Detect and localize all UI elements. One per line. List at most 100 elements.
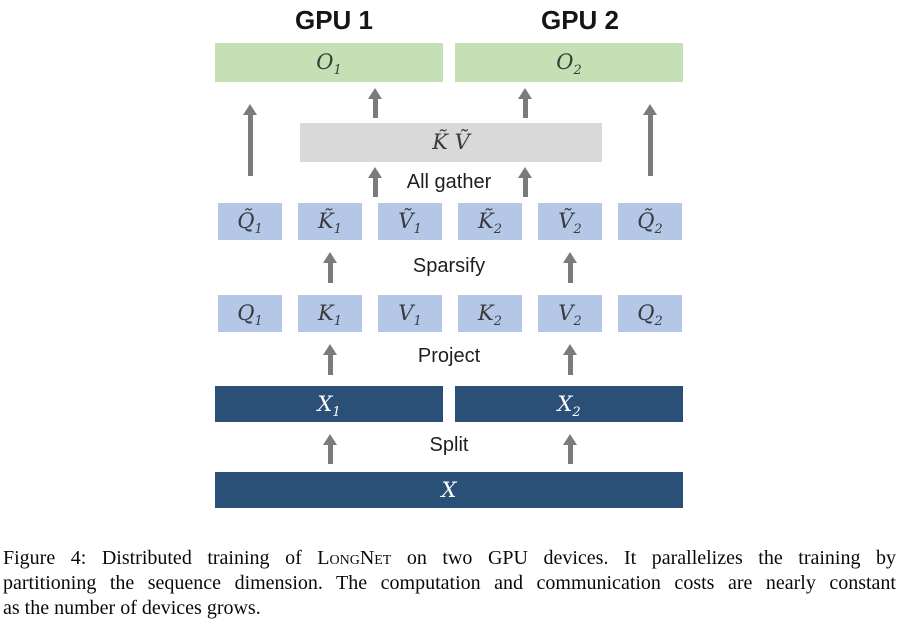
label-v1-base: V	[398, 301, 414, 325]
arrowhead-icon	[518, 88, 532, 99]
arrow-kv-to-o2	[518, 88, 532, 118]
box-vt2: Ṽ2	[538, 203, 602, 240]
arrow-shaft	[567, 263, 573, 283]
label-q1-base: Q	[237, 301, 255, 325]
label-x2: X2	[557, 391, 580, 419]
gpu1-label: GPU 1	[294, 5, 374, 35]
label-kt1-sub: 1	[333, 222, 342, 238]
arrow-shaft	[522, 99, 528, 118]
arrow-shaft	[567, 355, 573, 375]
arrowhead-icon	[563, 252, 577, 263]
label-o1-sub: 1	[333, 63, 342, 79]
arrow-shaft	[247, 115, 253, 176]
label-kt2: K̃2	[478, 209, 502, 237]
arrow-shaft	[372, 99, 378, 118]
box-o1: O1	[215, 43, 443, 82]
arrowhead-icon	[643, 104, 657, 115]
label-v1-sub: 1	[413, 314, 422, 330]
box-k1: K1	[298, 295, 362, 332]
arrowhead-icon	[563, 434, 577, 445]
arrowhead-icon	[368, 167, 382, 178]
label-vt1: Ṽ1	[398, 211, 421, 237]
box-qt2: Q̃2	[618, 203, 682, 240]
arrow-project-left	[323, 344, 337, 375]
box-kv-gathered: K̃ Ṽ	[300, 123, 602, 162]
label-x2-sub: 2	[572, 404, 581, 420]
arrow-shaft	[327, 263, 333, 283]
box-q1: Q1	[218, 295, 282, 332]
arrow-shaft	[522, 178, 528, 197]
label-qt1: Q̃1	[237, 209, 263, 237]
box-v2: V2	[538, 295, 602, 332]
arrow-q2t-to-o2	[643, 104, 657, 176]
label-vt2-sub: 2	[573, 222, 582, 238]
label-x-base: X	[441, 477, 457, 502]
arrow-shaft	[567, 445, 573, 464]
label-x2-base: X	[557, 391, 573, 416]
caption-line1-post: on two GPU devices. It parallelizes the …	[391, 547, 896, 569]
label-k2: K2	[478, 301, 502, 329]
label-o1-base: O	[316, 50, 334, 74]
figure-caption: Figure 4: Distributed training of LongNe…	[3, 546, 896, 621]
label-k1-base: K	[318, 301, 334, 325]
label-qt2: Q̃2	[637, 211, 663, 237]
arrowhead-icon	[563, 344, 577, 355]
box-vt1: Ṽ1	[378, 203, 442, 240]
label-o2-sub: 2	[573, 63, 582, 79]
arrow-split-right	[563, 434, 577, 464]
box-qt1: Q̃1	[218, 203, 282, 240]
label-sparsify: Sparsify	[412, 255, 486, 277]
label-qt1-base: Q̃	[237, 209, 255, 233]
arrow-shaft	[647, 115, 653, 176]
label-v1: V1	[398, 301, 421, 329]
arrowhead-icon	[243, 104, 257, 115]
label-k1: K1	[318, 301, 342, 329]
arrow-project-right	[563, 344, 577, 375]
label-v2-base: V	[558, 301, 574, 325]
arrow-shaft	[327, 445, 333, 464]
label-x: X	[441, 477, 457, 502]
caption-line1-pre: Figure 4: Distributed training of	[3, 547, 318, 569]
label-k2-sub: 2	[493, 314, 502, 330]
arrowhead-icon	[368, 88, 382, 99]
label-split: Split	[429, 434, 469, 456]
label-q2: Q2	[637, 301, 663, 329]
label-x1: X1	[317, 393, 340, 419]
label-q2-base: Q	[637, 301, 655, 325]
box-x: X	[215, 472, 683, 508]
label-o2: O2	[556, 52, 582, 78]
arrow-shaft	[327, 355, 333, 375]
label-k1-sub: 1	[333, 314, 342, 330]
label-k2-base: K	[478, 301, 494, 325]
caption-line1: Figure 4: Distributed training of LongNe…	[3, 546, 896, 571]
label-project: Project	[417, 345, 481, 367]
label-o1: O1	[316, 50, 342, 78]
label-qt2-sub: 2	[654, 222, 663, 238]
caption-line2: partitioning the sequence dimension. The…	[3, 572, 896, 594]
label-q1: Q1	[237, 301, 263, 329]
arrow-q1t-to-o1	[243, 104, 257, 176]
arrow-sparsify-right	[563, 252, 577, 283]
label-v2-sub: 2	[573, 314, 582, 330]
caption-line3: as the number of devices grows.	[3, 597, 261, 619]
box-q2: Q2	[618, 295, 682, 332]
label-kv: K̃ Ṽ	[432, 132, 470, 153]
box-x1: X1	[215, 386, 443, 422]
box-v1: V1	[378, 295, 442, 332]
label-vt2-base: Ṽ	[558, 209, 574, 233]
label-q1-sub: 1	[254, 314, 263, 330]
label-v2: V2	[558, 301, 581, 329]
label-kt2-base: K̃	[478, 209, 494, 233]
arrowhead-icon	[323, 252, 337, 263]
gpu2-label: GPU 2	[540, 5, 620, 35]
arrow-allgather-right	[518, 167, 532, 197]
arrowhead-icon	[518, 167, 532, 178]
arrow-sparsify-left	[323, 252, 337, 283]
box-kt1: K̃1	[298, 203, 362, 240]
label-qt1-sub: 1	[254, 222, 263, 238]
arrowhead-icon	[323, 434, 337, 445]
label-x1-sub: 1	[332, 404, 341, 420]
label-kv-base: K̃ Ṽ	[432, 130, 470, 154]
arrow-allgather-left	[368, 167, 382, 197]
